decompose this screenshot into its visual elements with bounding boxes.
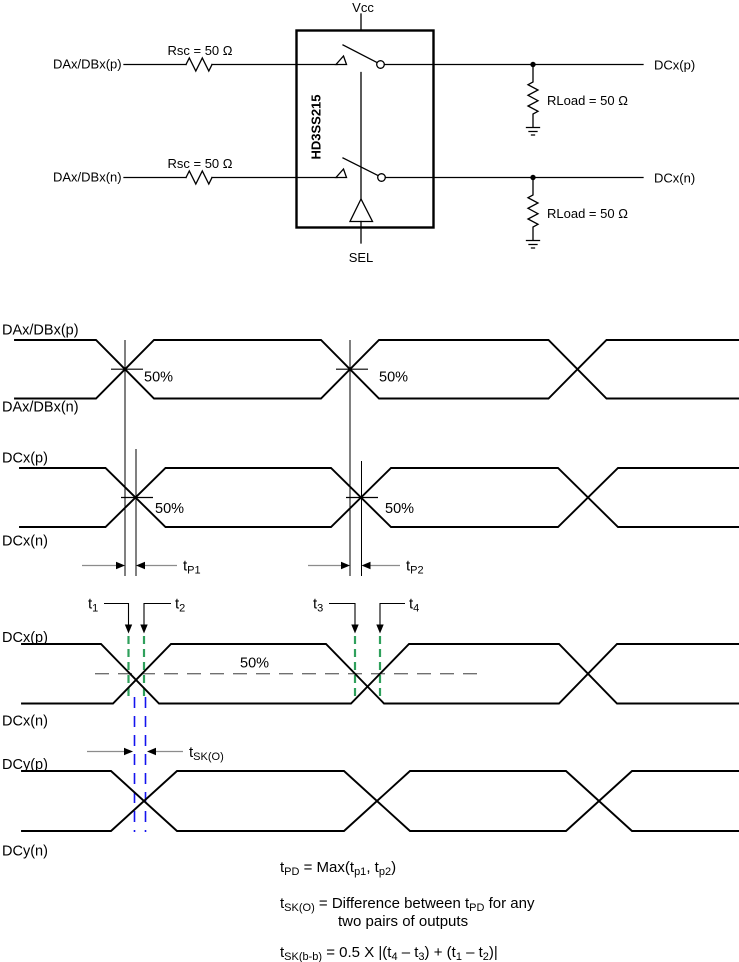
equation-tpd: tPD = Max(tp1, tp2) [280, 859, 396, 878]
t1-callout-line [104, 602, 130, 625]
switch-contact-p [334, 54, 348, 66]
s2-label-n: DCx(n) [2, 534, 48, 550]
ground-symbol-p [525, 126, 541, 136]
output-p-label: DCx(p) [654, 58, 695, 73]
waveform-dcx-skew: t1 t2 t3 t4 DCx(p) DCx(n) 50% [2, 596, 739, 730]
rload-label-n: RLoad = 50 Ω [547, 206, 628, 221]
s4-label-n: DCy(n) [2, 844, 48, 860]
t3-callout-line [329, 602, 356, 625]
output-n-label: DCx(n) [654, 171, 695, 186]
s1-label-n: DAx/DBx(n) [2, 400, 79, 416]
s3-waveform-p [21, 643, 739, 705]
t2-arrowhead-down-icon [140, 624, 148, 634]
switch-contact-n [334, 167, 348, 179]
rload-resistor-symbol-n [526, 179, 540, 241]
t4-label: t4 [409, 596, 419, 615]
s1-50pct-label-1: 50% [144, 370, 173, 386]
tp1-arrowhead-left-icon [136, 561, 145, 570]
input-p-label: DAx/DBx(p) [53, 57, 122, 72]
rsc-label-p: Rsc = 50 Ω [168, 43, 233, 58]
s2-50pct-label-2: 50% [385, 501, 414, 517]
tp2-arrowhead-left-icon [361, 561, 371, 570]
junction-dot-p [530, 61, 536, 68]
rload-resistor-symbol-p [526, 66, 540, 128]
s2-label-p: DCx(p) [2, 451, 48, 467]
s4-waveform-p [21, 770, 739, 832]
t4-arrowhead-down-icon [376, 624, 384, 634]
s4-waveform-n [21, 770, 739, 832]
tsk-arrowhead-right-icon [124, 747, 133, 756]
equation-tsko-line1: tSK(O) = Difference between tPD for any [280, 895, 535, 914]
tsk-label: tSK(O) [189, 744, 224, 763]
switch-pole-p [376, 60, 385, 69]
t3-arrowhead-down-icon [351, 624, 359, 634]
chip-label: HD3SS215 [309, 94, 324, 159]
t2-callout-line [143, 602, 171, 625]
vcc-label: Vcc [352, 0, 374, 15]
s3-50pct-label: 50% [240, 656, 269, 672]
t2-label: t2 [175, 596, 185, 615]
t1-label: t1 [88, 596, 98, 615]
sel-buffer-triangle [348, 197, 374, 223]
test-circuit: Vcc HD3SS215 DAx/DBx(p) Rsc = 50 Ω DCx(p… [53, 0, 695, 265]
waveform-dcx: DCx(p) DCx(n) 50% 50% tP1 tP2 [2, 449, 739, 577]
waveform-dcy: tSK(O) DCy(p) DCy(n) [2, 697, 739, 860]
input-n-label: DAx/DBx(n) [53, 170, 122, 185]
t3-label: t3 [313, 596, 323, 615]
ground-symbol-n [525, 239, 541, 249]
rsc-resistor-symbol-p [185, 56, 213, 73]
rsc-resistor-symbol-n [185, 169, 213, 186]
equations: tPD = Max(tp1, tp2) tSK(O) = Difference … [280, 859, 535, 962]
waveform-dax-dbx: DAx/DBx(p) DAx/DBx(n) 50% 50% [2, 323, 739, 576]
s1-label-p: DAx/DBx(p) [2, 323, 79, 339]
tp2-arrowhead-right-icon [341, 561, 350, 570]
s3-waveform-n [21, 643, 739, 705]
rsc-label-n: Rsc = 50 Ω [168, 156, 233, 171]
sel-label: SEL [349, 250, 374, 265]
tp2-label: tP2 [406, 558, 424, 577]
s3-label-n: DCx(n) [2, 714, 48, 730]
tp1-arrowhead-right-icon [116, 561, 125, 570]
t4-callout-line [379, 602, 405, 625]
junction-dot-n [530, 174, 536, 181]
rload-label-p: RLoad = 50 Ω [547, 93, 628, 108]
s1-50pct-label-2: 50% [379, 370, 408, 386]
s2-50pct-label-1: 50% [155, 501, 184, 517]
s3-label-p: DCx(p) [2, 630, 48, 646]
t1-arrowhead-down-icon [124, 624, 133, 634]
switch-arm-p [342, 44, 378, 64]
tp1-label: tP1 [183, 558, 201, 577]
equation-tsko-line2: two pairs of outputs [338, 913, 468, 930]
s4-label-p: DCy(p) [2, 757, 48, 773]
chip-box [295, 29, 435, 229]
tsk-arrowhead-left-icon [147, 747, 156, 756]
switch-pole-n [377, 173, 386, 182]
equation-tskbb: tSK(b-b) = 0.5 X |(t4 – t3) + (t1 – t2)| [280, 944, 498, 962]
